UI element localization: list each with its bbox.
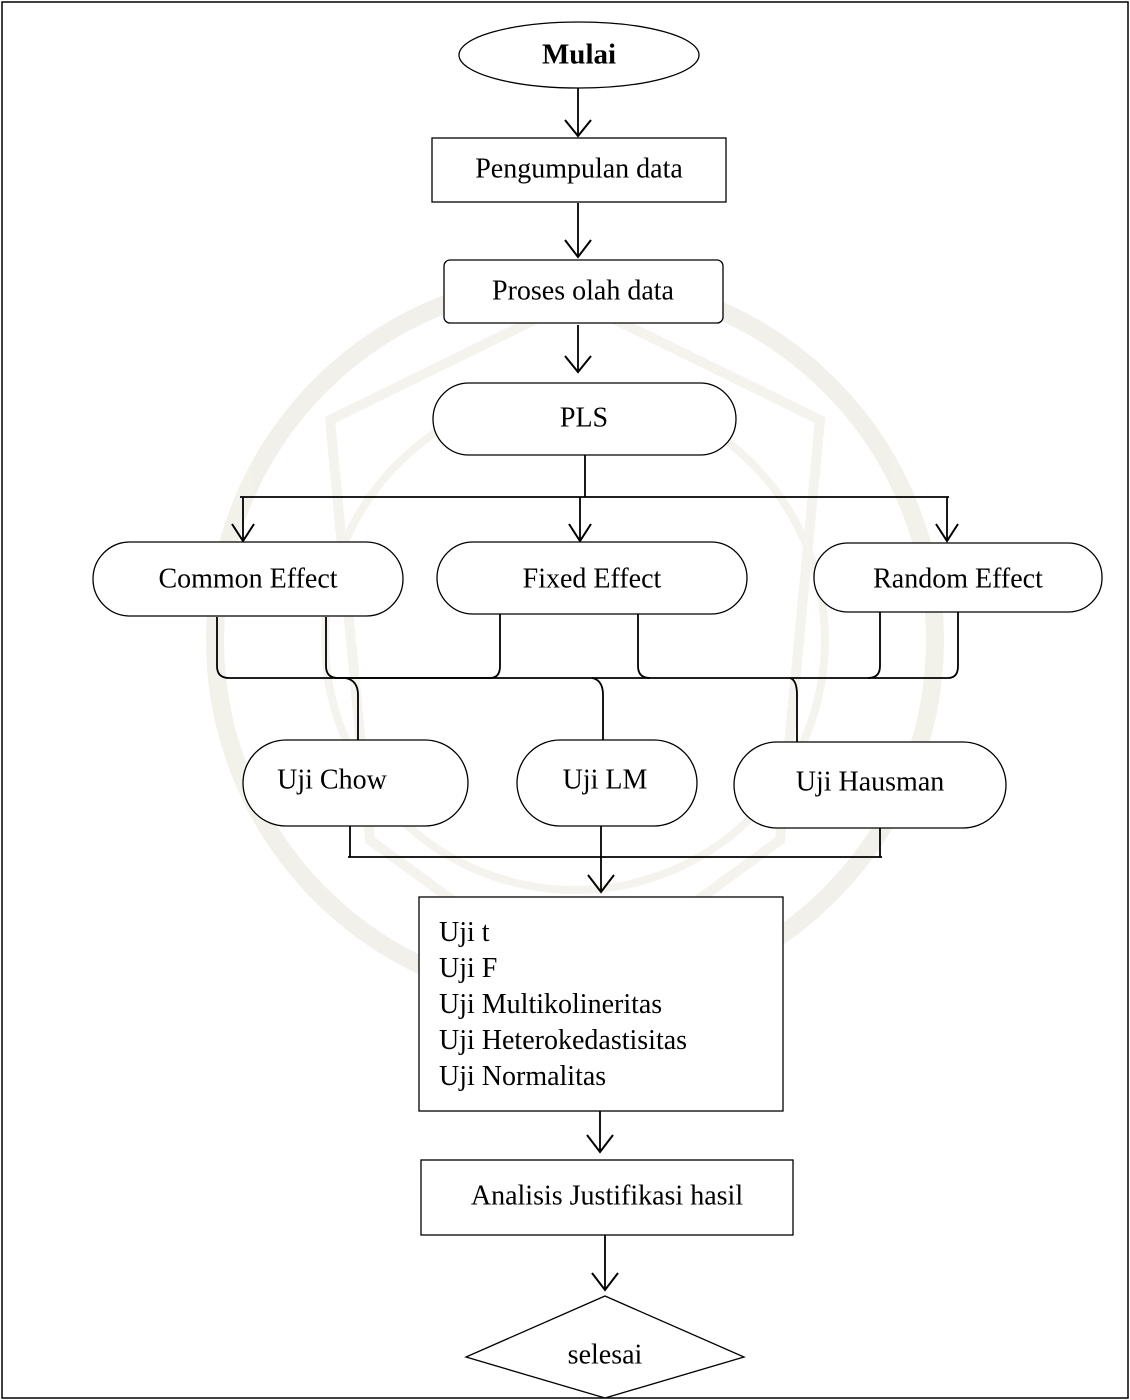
test-item: Uji t <box>439 917 490 948</box>
collect-node: Pengumpulan data <box>431 137 727 203</box>
analysis-box <box>420 1159 794 1236</box>
pls-node: PLS <box>432 382 737 456</box>
process-node: Proses olah data <box>443 259 724 324</box>
start-ellipse <box>458 21 700 89</box>
collect-label: Pengumpulan data <box>475 153 683 184</box>
random-box <box>813 542 1103 613</box>
hausman-node: Uji Hausman <box>733 741 1007 829</box>
start-node: Mulai <box>458 21 700 89</box>
common-label: Common Effect <box>158 563 337 594</box>
analysis-node: Analisis Justifikasi hasil <box>420 1159 794 1236</box>
lm-node: Uji LM <box>516 739 698 827</box>
connectors <box>216 88 959 1292</box>
fixed-label: Fixed Effect <box>523 563 662 594</box>
lm-box <box>516 739 698 827</box>
process-label: Proses olah data <box>492 275 675 306</box>
random-node: Random Effect <box>813 542 1103 613</box>
pls-label: PLS <box>560 402 608 433</box>
hausman-label: Uji Hausman <box>796 766 945 797</box>
analysis-label: Analisis Justifikasi hasil <box>471 1180 743 1211</box>
start-label: Mulai <box>542 39 616 71</box>
process-box <box>443 259 724 324</box>
test-item: Uji F <box>439 953 497 984</box>
fixed-node: Fixed Effect <box>436 541 748 615</box>
tests-box <box>418 896 784 1112</box>
lm-label: Uji LM <box>563 764 648 795</box>
test-item: Uji Multikolineritas <box>439 989 662 1020</box>
chow-box <box>242 739 469 827</box>
end-node: selesai <box>464 1295 746 1399</box>
end-label: selesai <box>568 1339 643 1370</box>
pls-box <box>432 382 737 456</box>
common-node: Common Effect <box>92 541 404 617</box>
random-label: Random Effect <box>873 563 1043 594</box>
chow-label: Uji Chow <box>277 764 387 795</box>
tests-node: Uji t Uji F Uji Multikolineritas Uji Het… <box>418 896 784 1112</box>
test-item: Uji Heterokedastisitas <box>439 1025 687 1056</box>
hausman-box <box>733 741 1007 829</box>
end-diamond <box>464 1295 746 1399</box>
collect-box <box>431 137 727 203</box>
chow-node: Uji Chow <box>242 739 469 827</box>
common-box <box>92 541 404 617</box>
test-item: Uji Normalitas <box>439 1061 606 1092</box>
fixed-box <box>436 541 748 615</box>
